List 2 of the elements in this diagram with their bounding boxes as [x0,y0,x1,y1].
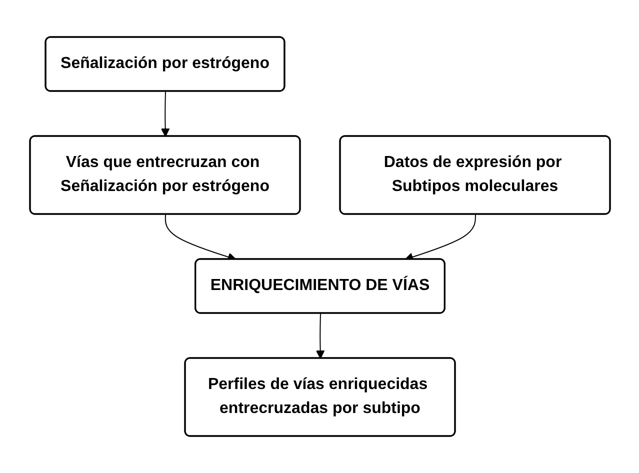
arrow [315,313,324,359]
arrow [160,91,170,137]
